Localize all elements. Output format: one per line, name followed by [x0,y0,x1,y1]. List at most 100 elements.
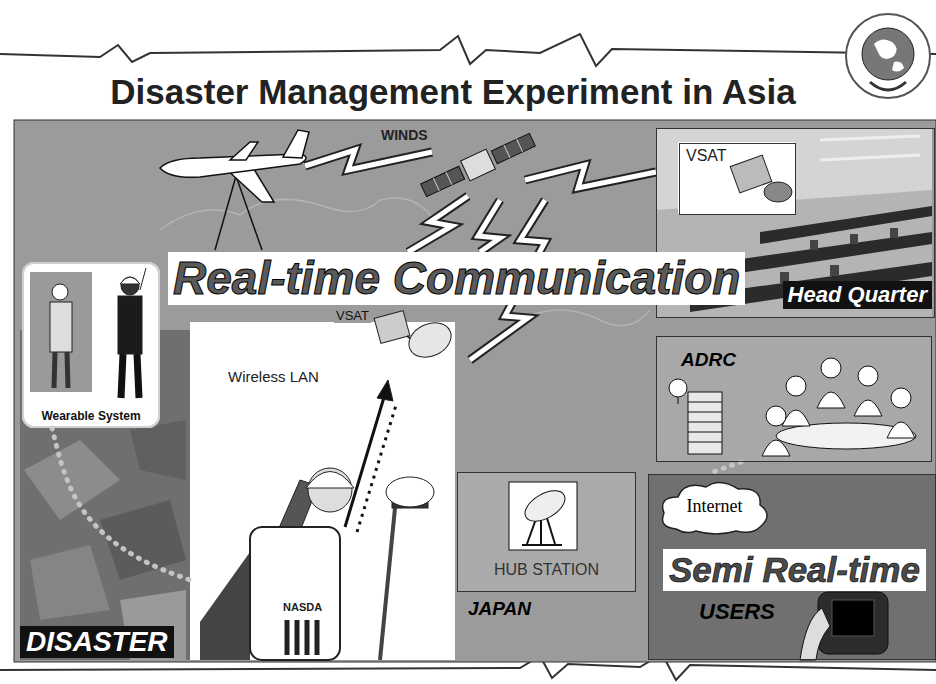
adrc-office-part [669,379,687,397]
wearable-figures-part [121,277,139,295]
satellite-part [491,133,535,163]
adrc-office-part [688,412,722,413]
field-operator-part [250,527,340,660]
hub-antenna-part [520,485,570,528]
text-slot: Internet [656,496,773,517]
label-text: JAPAN [468,598,531,620]
adrc-office-part [688,422,722,423]
vsat-antenna [374,311,457,364]
hub-antenna-part [540,518,542,544]
diagram-title: Disaster Management Experiment in Asia [110,72,795,112]
node-text: VSAT [686,147,727,165]
text-slot: Wireless LAN [228,368,319,386]
logo-emblem-part [862,28,914,80]
wearable-figures-part [140,268,146,290]
node-text: Wearable System [41,409,140,423]
text-slot: ADRC [681,349,736,371]
adrc-office-part [854,400,882,416]
conference-room-part [820,136,920,140]
users-device-part [832,600,874,636]
region-name: JAPAN [468,598,531,620]
rock-photo-part [30,545,110,620]
adrc-office [656,336,932,462]
wearable-figures-part [118,296,142,354]
vsat-inset: VSAT [679,143,796,215]
wearable-figures-part [121,354,123,398]
radio-link-part [478,200,500,252]
users-panel: USERS InternetSemi Real-time [648,474,936,660]
text-slot: Semi Real-time [669,550,920,590]
users-device-part [648,474,936,660]
radio-link-part [478,200,500,252]
vsat-antenna-part [403,316,456,364]
text-slot: HUB STATION [458,561,635,579]
text-slot: Head Quarter [783,281,932,309]
adrc-panel: ADRC [656,336,932,462]
adrc-office-part [776,423,916,449]
map-outline-part [160,198,440,230]
hub-antenna-part [522,544,562,546]
field-operator-part [386,477,434,507]
rock-photo-part [130,420,186,480]
radio-link-part [305,150,432,170]
field-operator-part [285,620,290,655]
adrc-office-part [688,442,722,443]
adrc-office-part [688,392,722,454]
adrc-office-part [762,440,790,456]
node-text: Semi Real-time [669,550,920,590]
label-text: NASDA [283,601,322,613]
hub-antenna [457,472,636,592]
cloud-outline [663,482,768,534]
node-text: USERS [699,599,775,625]
adrc-office-part [678,397,679,404]
rock-photo-part [100,500,186,580]
adrc-office-part [891,388,911,408]
field-operator-part [200,552,250,660]
text-slot: VSAT [686,147,727,165]
wearable-figures [22,262,160,428]
conference-room-part [830,265,839,276]
conference-room-part [850,234,858,244]
rock-photo-part [24,440,120,520]
satellite-part [461,149,496,181]
conference-room-part [820,155,920,160]
field-operator-part [295,620,300,655]
field-operator [200,380,434,660]
logo-emblem-part [846,14,930,98]
field-region: Wireless LAN [190,322,455,660]
hub-station-box: HUB STATION [457,472,636,592]
wearable-figures-part [137,354,139,398]
adrc-office-part [821,358,841,378]
map-outline-part [520,310,650,326]
main-panel [14,120,936,662]
satellite [419,130,537,201]
node-text: Internet [687,496,743,517]
field-area [190,322,455,660]
satellite-part [446,172,452,185]
node-text: Wireless LAN [228,368,319,385]
satellite-part [504,145,510,158]
radio-link-part [525,165,656,188]
internet-cloud: Internet [656,479,773,536]
field-operator-part [357,402,397,532]
node-text: DISASTER [26,626,168,658]
banner-band: Real-time Communication [168,252,745,305]
dotted-connector [708,462,741,474]
antenna-name: VSAT [334,308,371,323]
radio-link-part [305,150,432,170]
aircraft-part [283,130,309,158]
hub-antenna-part [509,482,577,550]
link-name: WINDS [378,127,431,143]
conference-room-part [810,240,818,250]
field-operator-part [380,508,395,660]
hub-antenna-part [457,472,636,592]
field-operator-part [377,380,393,401]
adrc-office-part [766,406,786,426]
wearable-figures-part [54,352,55,388]
conference-room-part [678,142,795,214]
radio-link-part [525,165,656,188]
adrc-office-part [858,366,878,386]
dotted-connector [52,428,190,580]
wearable-box: Wearable System [22,262,160,428]
